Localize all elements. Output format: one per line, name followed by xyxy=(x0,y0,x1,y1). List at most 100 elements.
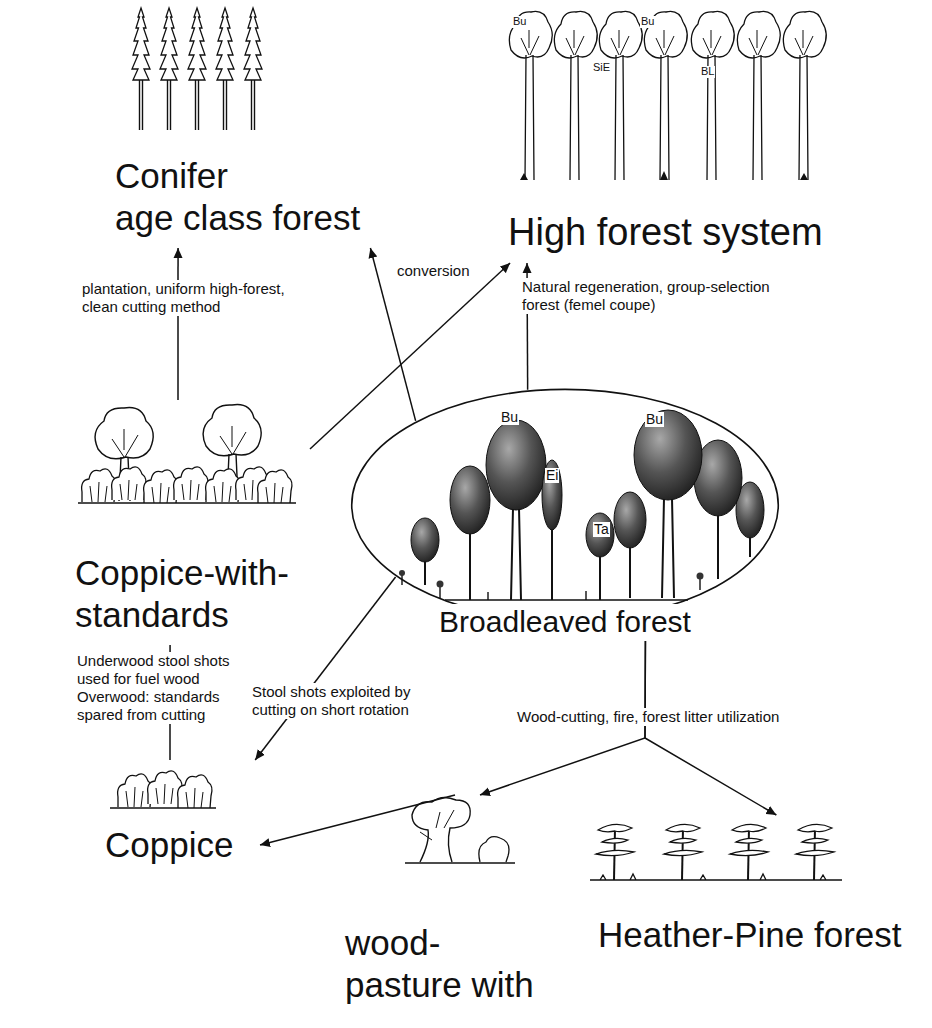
tree-branches xyxy=(420,810,454,840)
high-forest-tree xyxy=(644,11,687,180)
forest-type-node: High forest system xyxy=(500,5,860,263)
high-forest-tree xyxy=(783,11,826,180)
coppice-bush xyxy=(206,469,240,502)
species-code: BL xyxy=(700,66,715,78)
text-line: Natural regeneration, group-selection xyxy=(522,278,770,296)
broadleaved-crown xyxy=(450,466,490,534)
ground-line xyxy=(110,807,216,809)
region-label: Broadleaved forest xyxy=(435,604,695,641)
species-code: Bu xyxy=(640,16,655,28)
text-line: Ta xyxy=(594,522,609,537)
coppice-bush xyxy=(82,469,116,502)
coppice-stand xyxy=(110,771,216,808)
region-oval: Broadleaved forest xyxy=(350,388,780,622)
edge-label-holder: Natural regeneration, group-selection fo… xyxy=(520,278,772,314)
seedling xyxy=(399,570,405,576)
coppice-bush xyxy=(118,774,152,807)
forest-type-node: Heather-Pine forest xyxy=(590,815,907,965)
edge-label-holder: conversion xyxy=(395,262,472,280)
forest-type-node: Conifer age class forest xyxy=(110,5,390,248)
text-line: Wood-cutting, fire, forest litter utiliz… xyxy=(517,708,779,726)
high-forest-tree xyxy=(554,11,597,180)
high-forest-tree xyxy=(737,11,780,180)
species-code: Ta xyxy=(593,522,610,537)
forest-type-label: Conifer age class forest xyxy=(115,155,360,240)
species-label-holder: Ta xyxy=(593,522,610,537)
process-label: Underwood stool shots used for fuel wood… xyxy=(75,652,232,724)
forest-type-label: Coppice xyxy=(105,824,233,867)
species-label-holder: Ei xyxy=(545,468,559,483)
forest-type-label: wood- pasture with xyxy=(345,922,534,1007)
text-line: standards xyxy=(75,594,289,637)
species-code: Bu xyxy=(500,410,519,425)
high-forest-tree xyxy=(509,11,552,180)
text-line: BL xyxy=(701,66,714,78)
coppice-bush xyxy=(258,470,292,503)
heather-pine-stand xyxy=(590,824,842,880)
edge-label-holder: Underwood stool shots used for fuel wood… xyxy=(75,652,232,724)
conifer-tree xyxy=(132,8,150,130)
text-line: used for fuel wood xyxy=(77,670,230,688)
conifer-tree xyxy=(216,8,234,130)
label-holder: High forest system xyxy=(508,209,823,255)
text-line: forest (femel coupe) xyxy=(522,296,770,314)
heather-pine-tree xyxy=(596,824,634,880)
text-line: High forest system xyxy=(508,209,823,255)
broadleaved-crown xyxy=(542,460,562,530)
succession-arrow xyxy=(177,248,179,400)
ground-and-seedlings xyxy=(402,575,700,600)
text-line: Heather-Pine forest xyxy=(598,914,901,957)
label-holder: Coppice xyxy=(105,824,233,867)
species-label-holder: BL xyxy=(700,66,715,78)
species-label-holder: Bu xyxy=(500,410,519,425)
text-line: conversion xyxy=(397,262,470,280)
process-label: Wood-cutting, fire, forest litter utiliz… xyxy=(515,708,781,726)
edge-label-holder: Stool shots exploited by cutting on shor… xyxy=(250,683,412,719)
conifer-tree xyxy=(160,8,178,130)
process-label: Natural regeneration, group-selection fo… xyxy=(520,278,772,314)
species-label-holder: Bu xyxy=(512,16,527,28)
broadleaved-crown xyxy=(411,518,439,562)
label-holder: wood- pasture with xyxy=(345,922,534,1007)
heather-ground xyxy=(590,874,842,880)
text-line: Bu xyxy=(513,16,526,28)
succession-arrow xyxy=(260,795,455,845)
species-code: Ei xyxy=(545,468,559,483)
ground-line xyxy=(405,862,515,863)
text-line: pasture with xyxy=(345,964,534,1007)
pasture-shrub xyxy=(479,837,509,862)
text-line: spared from cutting xyxy=(77,706,230,724)
high-forest-tree xyxy=(691,11,734,180)
process-label: Stool shots exploited by cutting on shor… xyxy=(250,683,412,719)
succession-arrow xyxy=(310,263,510,449)
edge-label-holder: plantation, uniform high-forest, clean c… xyxy=(80,280,287,316)
broadleaved-crown xyxy=(614,492,646,548)
seedling xyxy=(437,581,444,588)
succession-arrow xyxy=(255,577,395,760)
seedling xyxy=(697,573,704,580)
label-holder: Heather-Pine forest xyxy=(598,914,901,957)
broadleaved-stand xyxy=(399,410,764,600)
wood-pasture-stand xyxy=(405,797,515,863)
text-line: cutting on short rotation xyxy=(252,701,410,719)
high-forest-tree xyxy=(599,11,642,180)
label-holder: Conifer age class forest xyxy=(115,155,360,240)
text-line: SiE xyxy=(593,62,610,74)
process-label: conversion xyxy=(395,262,472,280)
species-label-holder: Bu xyxy=(645,412,664,427)
text-line: Stool shots exploited by xyxy=(252,683,410,701)
edge-label-holder: Wood-cutting, fire, forest litter utiliz… xyxy=(515,708,781,726)
forest-type-node: Coppice xyxy=(100,760,260,875)
broadleaved-crown xyxy=(586,513,614,557)
forest-type-node: wood- pasture with xyxy=(340,795,540,1013)
broadleaved-crown xyxy=(634,410,702,500)
species-label-holder: SiE xyxy=(592,62,611,74)
coppice-bush xyxy=(148,771,182,804)
forest-type-label: High forest system xyxy=(508,209,823,255)
text-line: age class forest xyxy=(115,197,360,240)
text-line: Conifer xyxy=(115,155,360,198)
broadleaved-crown xyxy=(486,420,546,510)
coppice-bush xyxy=(112,467,146,500)
text-line: clean cutting method xyxy=(82,298,285,316)
